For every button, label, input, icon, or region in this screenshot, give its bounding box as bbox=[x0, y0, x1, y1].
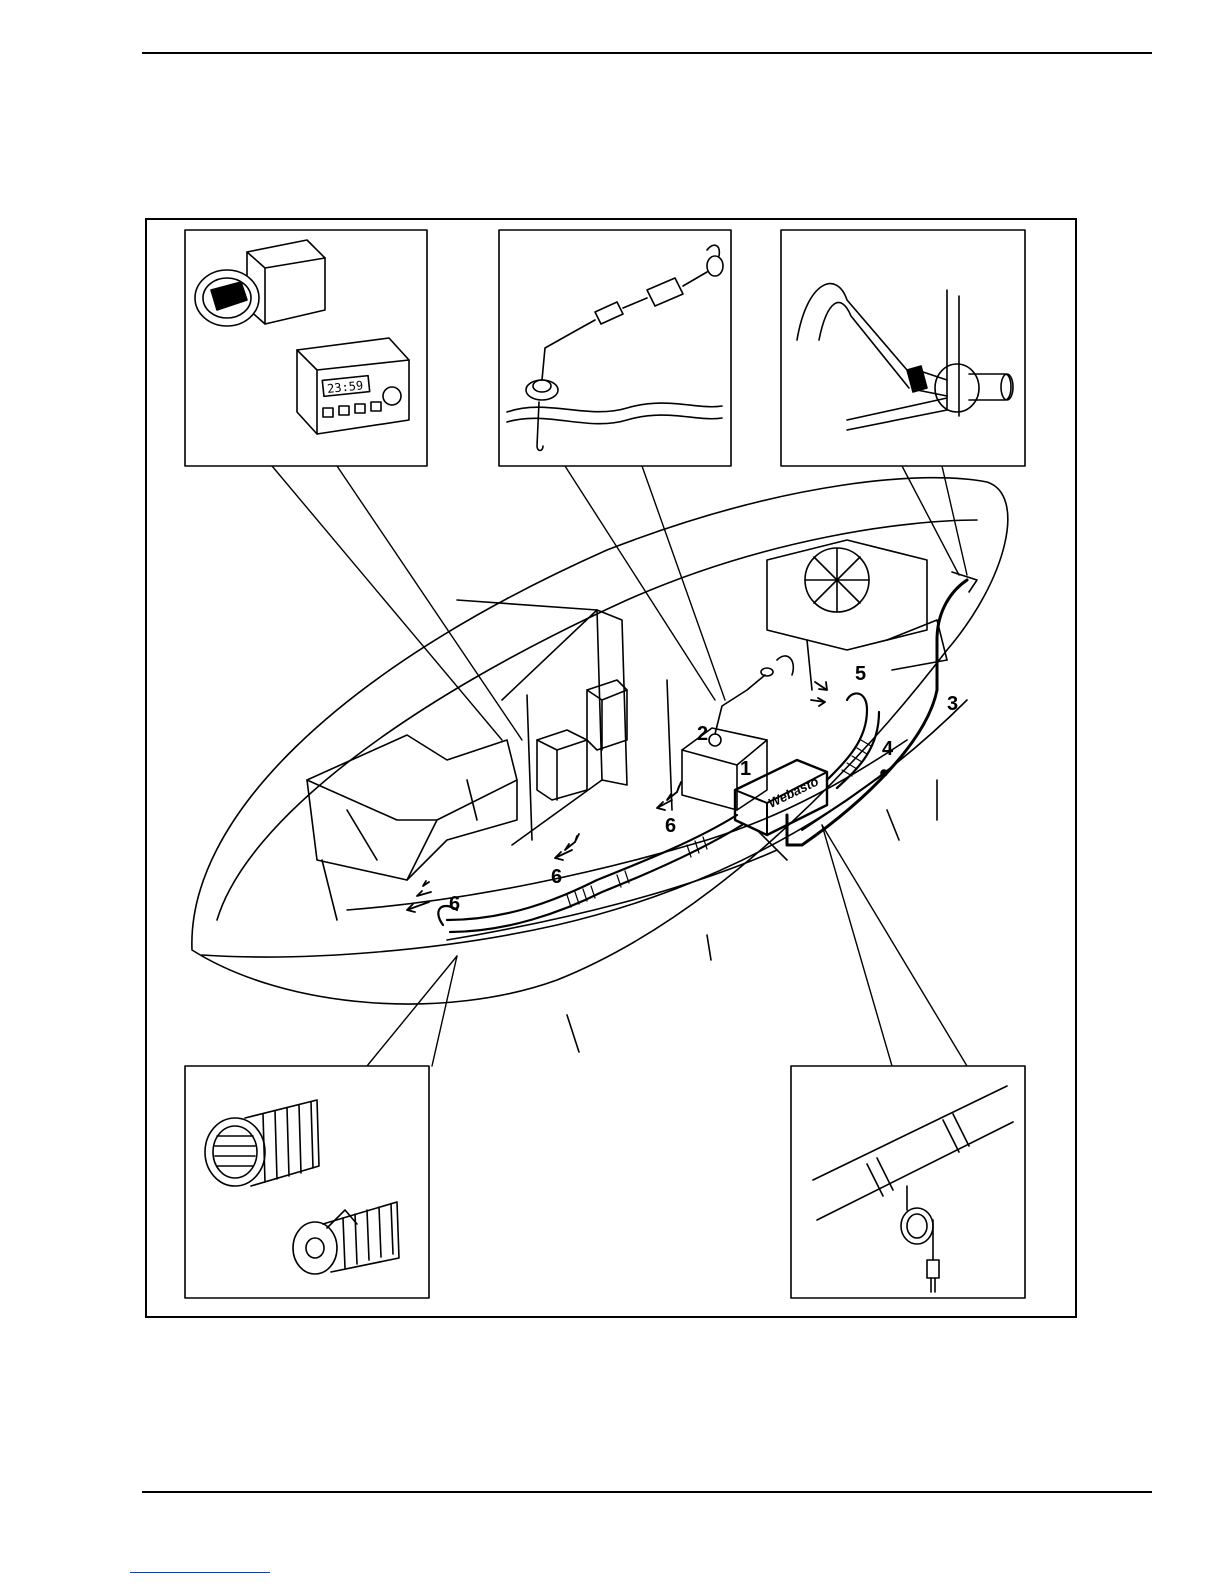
footer-rule bbox=[142, 1491, 1152, 1493]
callout-3: 3 bbox=[947, 693, 958, 715]
callout-5: 5 bbox=[855, 663, 866, 685]
detail-inset-exhaust-fitting bbox=[781, 230, 1025, 466]
fuel-line-end bbox=[881, 770, 887, 776]
heater-brand-label: Webasto bbox=[766, 774, 821, 811]
header-rule bbox=[142, 52, 1152, 54]
airflow-arrows bbox=[407, 682, 827, 912]
duct-corrugation bbox=[567, 740, 871, 907]
installation-figure: Webasto bbox=[145, 218, 1077, 1318]
detail-inset-fuel-standpipe bbox=[499, 230, 731, 466]
detail-inset-fuel-line bbox=[791, 1066, 1025, 1298]
detail-inset-controls: 23:59 bbox=[185, 230, 427, 466]
detail-inset-air-outlets bbox=[185, 1066, 429, 1298]
callout-4: 4 bbox=[882, 738, 894, 760]
callout-1: 1 bbox=[740, 758, 751, 780]
detail-leader-lines bbox=[272, 466, 967, 1066]
callout-2: 2 bbox=[697, 723, 708, 745]
callout-6c: 6 bbox=[449, 893, 460, 915]
boat-hull-illustration: Webasto bbox=[192, 478, 1008, 1052]
callout-6b: 6 bbox=[551, 866, 562, 888]
exhaust-pipe bbox=[787, 580, 967, 845]
footer-link-underline[interactable] bbox=[130, 1572, 270, 1573]
callout-6a: 6 bbox=[665, 815, 676, 837]
